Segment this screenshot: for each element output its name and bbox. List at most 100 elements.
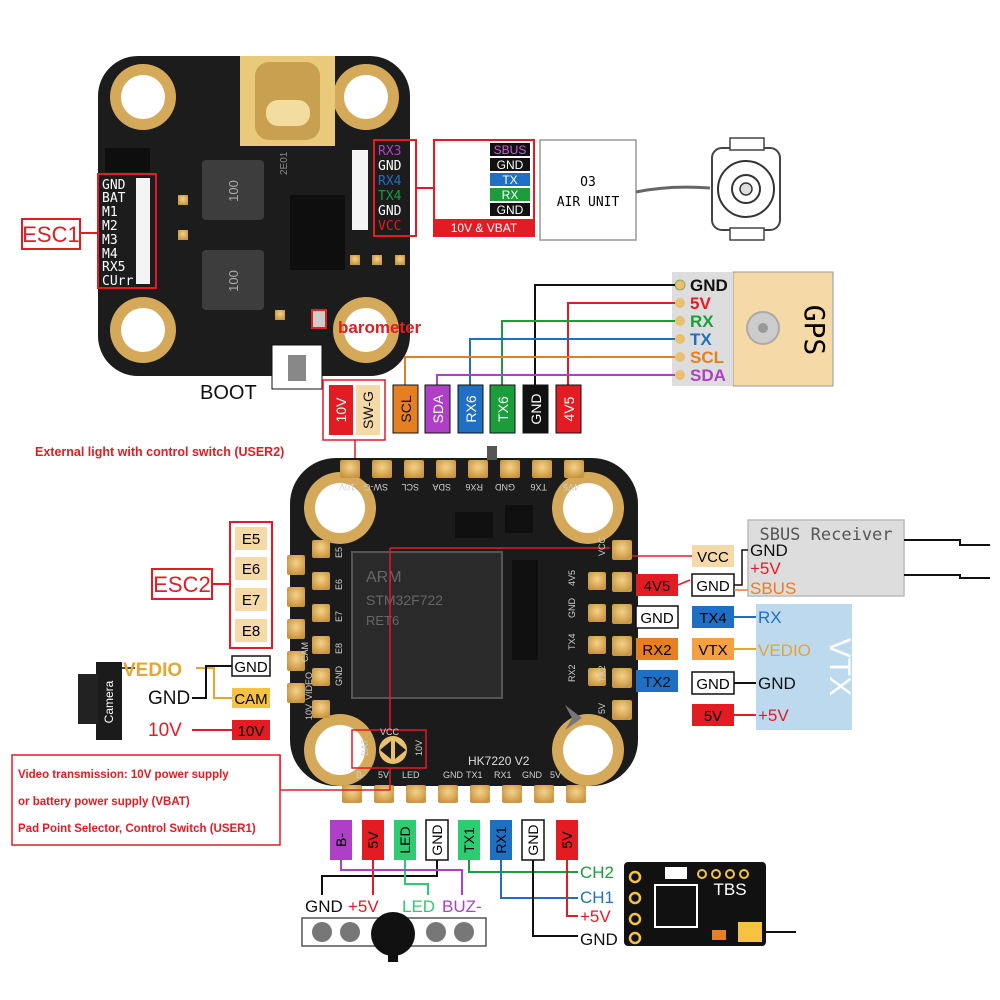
air-unit-name: O3	[580, 175, 596, 190]
silk: 10V	[339, 482, 355, 492]
vtx-wire: RX	[758, 608, 782, 627]
camera-10v-pad: 10V	[238, 723, 265, 740]
inductor-mark: 100	[226, 270, 241, 292]
silk: TX6	[530, 482, 547, 492]
gps-pad: SDA	[430, 394, 446, 423]
right-pin: RX4	[378, 174, 402, 189]
buzzer-label: BUZ-	[442, 897, 482, 916]
o3-air-unit: O3 AIR UNIT	[539, 137, 781, 241]
switch-pad: SW-G	[360, 391, 376, 429]
gps-pads: SCL SDA RX6 TX6 GND 4V5	[392, 384, 582, 434]
right-pin-labels: RX3 GND RX4 TX4 GND VCC	[378, 144, 402, 234]
sbus-4v5-pad: 4V5	[644, 578, 671, 595]
bottom-pad: 5V	[559, 831, 575, 849]
silk: TX2	[597, 665, 607, 682]
esc2-connector: E5 E6 E7 E8 ESC2	[151, 521, 273, 649]
top-board: 100 100 2E01 GND BAT M1 M2 M3 M4 RX5 CUr…	[21, 56, 434, 404]
sbus-vcc-pad: VCC	[697, 549, 729, 566]
silk: 4V5	[563, 482, 579, 492]
gps-pin: GND	[690, 276, 728, 295]
esc2-label: ESC2	[153, 572, 210, 597]
right-pin: TX4	[378, 189, 402, 204]
tbs-receiver: TBS	[624, 862, 796, 946]
bottom-pad: B-	[333, 833, 349, 847]
silk: RX2	[567, 664, 577, 682]
silk: VCC	[597, 536, 607, 556]
buzzer-wires	[321, 860, 463, 895]
barometer-sensor	[311, 309, 327, 329]
bottom-pad: RX1	[493, 826, 509, 853]
chip-mark: 2E01	[279, 151, 290, 175]
silk: SCL	[401, 482, 419, 492]
tbs-wire: +5V	[580, 907, 611, 926]
buzzer-labels: GND +5V LED BUZ-	[305, 897, 482, 916]
buzzer-icon	[301, 912, 487, 962]
gps-module: GPS GND 5V RX TX SCL SDA	[672, 271, 834, 387]
mcu-mark: RET6	[366, 613, 399, 628]
esc1-pin: M3	[102, 233, 118, 248]
silk: E6	[334, 579, 344, 590]
silk: B-	[356, 770, 365, 780]
vtx-wire: +5V	[758, 706, 789, 725]
usb-c-port	[240, 56, 335, 146]
silk: SDA	[432, 482, 451, 492]
note-line: Pad Point Selector, Control Switch (USER…	[18, 823, 256, 835]
camera-section: Camera VEDIO CAM GND GND 10V 10V	[78, 655, 271, 741]
vtx-pad: TX2	[643, 674, 671, 691]
esc2-pin: E6	[242, 561, 260, 578]
vtx-pad: RX2	[642, 642, 671, 659]
air-unit-connector: SBUS GND TX RX GND 10V & VBAT	[433, 139, 535, 237]
gps-pins	[674, 279, 686, 380]
silk: GND	[443, 770, 464, 780]
gps-pin: 5V	[690, 294, 711, 313]
silk: RX1	[494, 770, 512, 780]
camera-gnd: GND	[148, 688, 190, 709]
esc1-pin: GND	[102, 178, 126, 193]
silk: 5V	[550, 770, 561, 780]
air-unit-pin: GND	[497, 158, 524, 172]
vtx-pad: GND	[640, 610, 674, 627]
silk: TX4	[567, 633, 577, 650]
air-unit-power: 10V & VBAT	[451, 221, 518, 235]
right-pin: RX3	[378, 144, 401, 159]
small-pads	[178, 195, 405, 320]
silk: GND	[567, 598, 577, 619]
sbus-wire: +5V	[750, 559, 781, 578]
vtx-label: TX4	[699, 610, 727, 627]
selector-note: Video transmission: 10V power supply or …	[11, 754, 281, 846]
mcu-chip	[351, 551, 503, 699]
esc1-pin: RX5	[102, 260, 125, 275]
sbus-wire: GND	[750, 541, 788, 560]
vtx-title: VTX	[823, 638, 856, 696]
vtx-module: VTX GND RX2 TX2 TX4 VTX GND 5V RX VEDIO …	[635, 604, 856, 730]
gps-pad: RX6	[463, 395, 479, 422]
vtx-wire: VEDIO	[758, 641, 811, 660]
mcu-mark: ARM	[366, 569, 402, 586]
silk: 5V	[378, 770, 389, 780]
tbs-wire: CH2	[580, 863, 614, 882]
silk: RX6	[465, 482, 483, 492]
board-silk: 10V SW-G SCL SDA RX6 GND TX6 4V5 HK7220 …	[300, 482, 607, 780]
barometer-label: barometer	[338, 318, 422, 337]
silk: E8	[334, 643, 344, 654]
inductor: 100 100	[202, 160, 264, 310]
esc1-pin: M4	[102, 247, 118, 262]
vtx-label: 5V	[704, 708, 722, 725]
tbs-wire: GND	[580, 930, 618, 949]
gps-pin: RX	[690, 312, 714, 331]
right-pin: GND	[378, 159, 402, 174]
sbus-gnd-pad: GND	[696, 578, 730, 595]
esc1-pin: BAT	[102, 191, 126, 206]
camera-vedio: VEDIO	[123, 660, 182, 681]
air-unit-name: AIR UNIT	[557, 195, 620, 210]
silk: GND	[495, 482, 516, 492]
tbs-name: TBS	[713, 880, 746, 899]
buzzer-label: LED	[402, 897, 435, 916]
camera-gnd-pad: GND	[234, 659, 268, 676]
tbs-wire: CH1	[580, 888, 614, 907]
gps-pin-labels: GND 5V RX TX SCL SDA	[690, 276, 728, 385]
silk: BAT	[360, 739, 370, 756]
esc1-pin: M2	[102, 219, 118, 234]
note-line: Video transmission: 10V power supply	[18, 769, 229, 781]
